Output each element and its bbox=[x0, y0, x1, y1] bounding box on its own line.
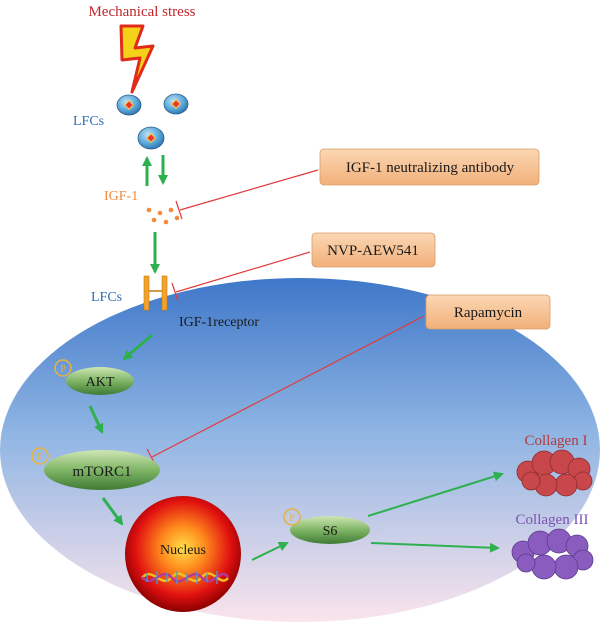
nvp-box: NVP-AEW541 bbox=[311, 232, 436, 268]
svg-text:P: P bbox=[37, 452, 43, 463]
inhibit-antibody-line bbox=[175, 169, 319, 220]
igf1-antibody-box: IGF-1 neutralizing antibody bbox=[319, 148, 540, 186]
akt-node: AKT bbox=[66, 367, 134, 395]
s6-node: S6 bbox=[290, 516, 370, 544]
igf1-receptor-icon bbox=[143, 275, 168, 311]
inhibit-nvp-line bbox=[171, 251, 311, 302]
igf1-label: IGF-1 bbox=[104, 189, 138, 204]
rapamycin-box: Rapamycin bbox=[425, 294, 551, 330]
dna-helix-icon bbox=[141, 571, 230, 584]
collagen3-label: Collagen III bbox=[516, 512, 589, 528]
akt-phospho-badge: P bbox=[54, 359, 72, 377]
s6-label: S6 bbox=[323, 524, 338, 539]
rapamycin-text: Rapamycin bbox=[454, 305, 523, 321]
nvp-text: NVP-AEW541 bbox=[327, 243, 419, 259]
lfcs-top-label: LFCs bbox=[73, 114, 104, 129]
igf1-particles bbox=[146, 207, 180, 225]
igf1-antibody-text: IGF-1 neutralizing antibody bbox=[346, 160, 515, 176]
arrow-nucleus-to-s6 bbox=[251, 541, 289, 561]
s6-phospho-badge: P bbox=[283, 508, 301, 526]
collagen1-cloud-icon bbox=[516, 449, 593, 497]
mtorc1-node: mTORC1 bbox=[44, 450, 160, 490]
collagen3-cloud-icon bbox=[511, 528, 594, 580]
arrow-s6-to-collagen3 bbox=[370, 542, 500, 553]
lfcs-membrane-label: LFCs bbox=[91, 290, 122, 305]
lfc-cell-1 bbox=[116, 94, 142, 116]
lfc-cell-2 bbox=[163, 93, 189, 115]
arrow-receptor-to-akt bbox=[122, 333, 153, 361]
svg-text:P: P bbox=[289, 513, 295, 524]
mtorc1-phospho-badge: P bbox=[31, 447, 49, 465]
nucleus-label: Nucleus bbox=[160, 543, 206, 558]
mtorc1-label: mTORC1 bbox=[73, 464, 132, 480]
mechanical-stress-label: Mechanical stress bbox=[88, 4, 195, 20]
akt-label: AKT bbox=[86, 375, 115, 390]
cell-body bbox=[0, 278, 600, 622]
lfc-cell-3 bbox=[137, 126, 165, 150]
arrow-akt-to-mtorc1 bbox=[88, 405, 104, 434]
arrow-mtorc1-to-nucleus bbox=[101, 497, 124, 526]
lightning-bolt-icon bbox=[119, 24, 155, 94]
collagen1-label: Collagen I bbox=[525, 433, 588, 449]
igf1-receptor-label: IGF-1receptor bbox=[179, 315, 259, 330]
svg-text:P: P bbox=[60, 364, 66, 375]
arrow-s6-to-collagen1 bbox=[367, 471, 504, 517]
nucleus: Nucleus bbox=[125, 496, 241, 612]
